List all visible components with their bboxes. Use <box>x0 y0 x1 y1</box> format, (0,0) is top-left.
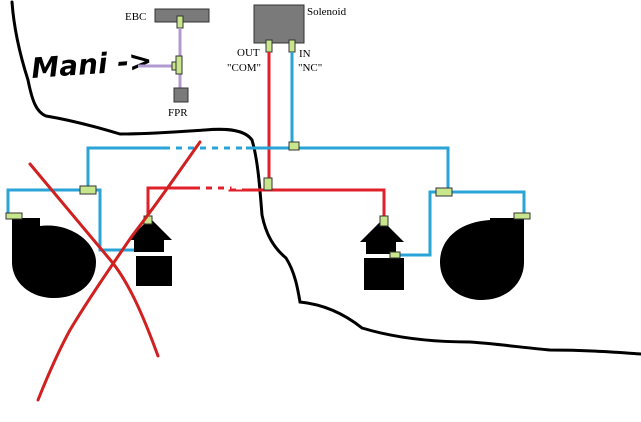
right-turbo-compressor <box>440 218 524 300</box>
solenoid-box <box>253 4 305 44</box>
blue-branch-right-wastegate <box>398 190 448 257</box>
left-compressor-fitting <box>5 212 23 220</box>
fpr-label: FPR <box>168 107 188 119</box>
fpr-box <box>173 87 189 103</box>
vacuum-tee-stem <box>175 55 183 75</box>
right-wastegate-fitting <box>379 215 389 227</box>
left-turbo-compressor <box>12 218 96 298</box>
mani-handwritten-label: Mani -> <box>30 44 153 85</box>
manifold-outline <box>10 0 641 356</box>
solenoid-out-port <box>265 39 273 53</box>
red-com-line-right <box>267 52 386 218</box>
cross-out-stroke-2 <box>36 140 202 402</box>
in-label: IN <box>299 48 311 60</box>
ebc-fitting <box>176 15 184 29</box>
blue-nc-line-left <box>6 146 292 216</box>
solenoid-in-port <box>288 39 296 53</box>
blue-tee-fitting-left <box>79 185 97 195</box>
ebc-label: EBC <box>125 11 146 23</box>
right-wastegate-actuator <box>360 220 404 290</box>
cross-out-stroke-1 <box>28 162 160 358</box>
com-label: "COM" <box>227 62 261 74</box>
blue-tee-fitting-solenoid <box>288 141 300 151</box>
red-com-line-left <box>146 186 269 220</box>
out-label: OUT <box>237 47 260 59</box>
blue-tee-fitting-right <box>435 187 453 197</box>
right-compressor-fitting <box>513 212 531 220</box>
right-wastegate-side-fitting <box>389 251 401 259</box>
red-tee-fitting <box>263 177 273 191</box>
left-wastegate-actuator <box>128 218 172 286</box>
blue-nc-line-right <box>290 52 526 216</box>
nc-label: "NC" <box>298 62 322 74</box>
solenoid-label: Solenoid <box>307 6 347 18</box>
